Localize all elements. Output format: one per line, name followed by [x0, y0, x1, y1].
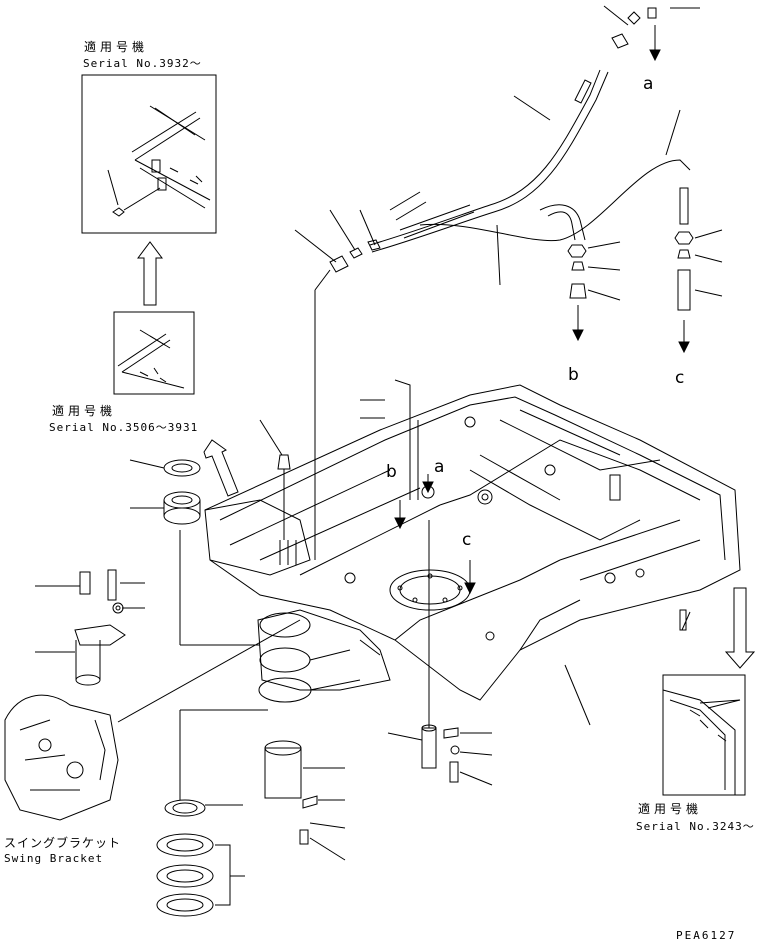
note-right-serial: Serial No.3243～ [636, 820, 755, 833]
connector-c-top: c [675, 368, 685, 388]
up-arrow-mid [204, 440, 238, 496]
pin-parts-left [75, 460, 260, 685]
connector-b-frame: b [386, 462, 397, 482]
connector-a-top: a [643, 74, 654, 94]
detail-inset-right [663, 675, 745, 795]
note-top-left-serial: Serial No.3932～ [83, 57, 202, 70]
swing-bracket-en: Swing Bracket [4, 852, 104, 865]
revolving-frame [205, 380, 740, 702]
note-top-left-jp: 適用号機 [84, 40, 149, 54]
leader-lines [35, 6, 740, 860]
drawing-code: PEA6127 [676, 929, 737, 942]
swing-bracket [5, 620, 300, 820]
down-arrow-right [726, 588, 754, 668]
note-mid-left-serial: Serial No.3506～3931 [49, 421, 199, 434]
bottom-parts [157, 520, 459, 916]
note-right-jp: 適用号機 [638, 802, 703, 816]
piping [278, 8, 693, 560]
connector-b-top: b [568, 365, 579, 385]
note-mid-left-jp: 適用号機 [52, 404, 117, 418]
connector-a-frame: a [434, 457, 445, 477]
detail-inset-top-left [82, 75, 216, 233]
connector-arrows [395, 25, 689, 593]
connector-c-frame: c [462, 530, 472, 550]
up-arrow-top [138, 242, 162, 305]
swing-bracket-jp: スイングブラケット [4, 836, 122, 850]
detail-inset-mid-left [114, 312, 194, 394]
